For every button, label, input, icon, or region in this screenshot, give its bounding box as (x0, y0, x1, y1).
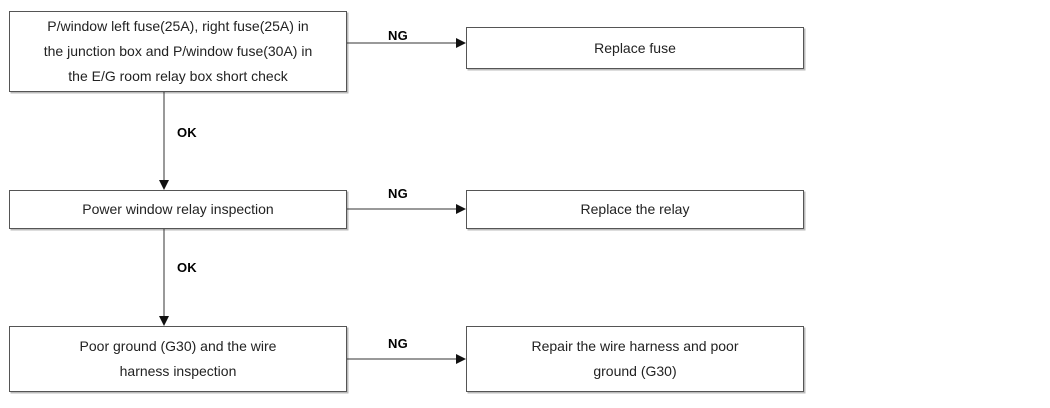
arrowhead-down-icon (159, 180, 169, 190)
connector-ground-inspection-to-repair-harness (347, 349, 466, 369)
connector-fuse-check-to-relay-inspection (154, 92, 174, 190)
edge-label-ng-fuse: NG (388, 28, 408, 43)
connector-relay-inspection-to-replace-relay (347, 199, 466, 219)
node-replace-the-relay: Replace the relay (466, 190, 804, 229)
arrowhead-right-icon (456, 354, 466, 364)
node-repair-wire-harness-poor-ground-label: Repair the wire harness and poor ground … (531, 338, 739, 379)
connector-line (163, 92, 165, 180)
edge-label-ok-relay: OK (177, 260, 197, 275)
edge-label-ng-relay: NG (388, 186, 408, 201)
edge-label-ng-ground: NG (388, 336, 408, 351)
connector-line (347, 358, 457, 360)
node-power-window-relay-inspection: Power window relay inspection (9, 190, 347, 229)
arrowhead-right-icon (456, 204, 466, 214)
node-replace-fuse: Replace fuse (466, 27, 804, 69)
arrowhead-down-icon (159, 316, 169, 326)
connector-relay-inspection-to-ground-inspection (154, 229, 174, 326)
edge-label-ok-fuse: OK (177, 125, 197, 140)
connector-line (347, 42, 457, 44)
node-power-window-relay-inspection-label: Power window relay inspection (82, 201, 274, 217)
node-fuse-short-check-label: P/window left fuse(25A), right fuse(25A)… (43, 18, 313, 84)
node-replace-fuse-label: Replace fuse (594, 39, 676, 56)
node-fuse-short-check: P/window left fuse(25A), right fuse(25A)… (9, 11, 347, 92)
node-replace-the-relay-label: Replace the relay (580, 201, 690, 217)
node-repair-wire-harness-poor-ground: Repair the wire harness and poor ground … (466, 326, 804, 392)
node-poor-ground-wire-harness-inspection-label: Poor ground (G30) and the wire harness i… (79, 338, 277, 379)
connector-line (163, 229, 165, 316)
connector-fuse-check-to-replace-fuse (347, 33, 466, 53)
connector-line (347, 208, 457, 210)
arrowhead-right-icon (456, 38, 466, 48)
node-poor-ground-wire-harness-inspection: Poor ground (G30) and the wire harness i… (9, 326, 347, 392)
